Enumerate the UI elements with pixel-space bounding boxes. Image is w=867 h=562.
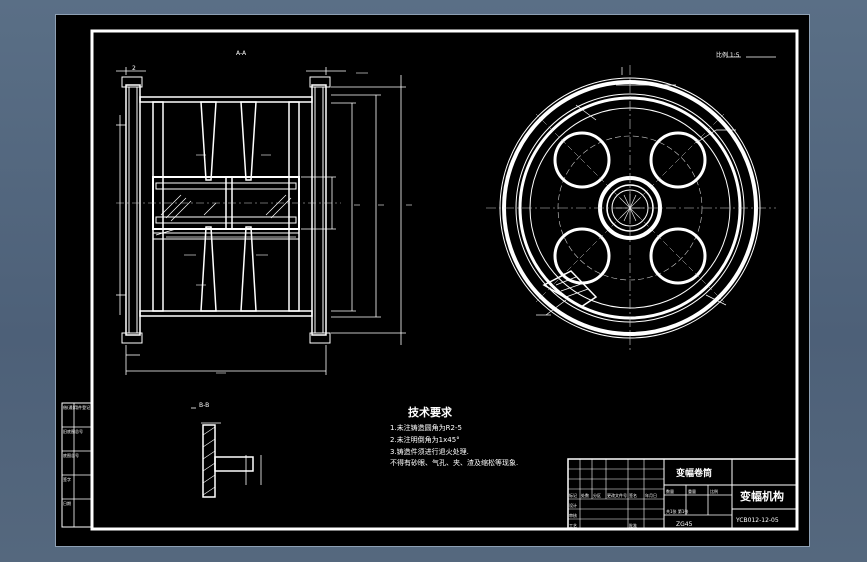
drawing-number: YCB012-12-05: [735, 517, 779, 524]
tb-weight: 重量: [688, 488, 696, 494]
tb-label-3: 分区: [593, 492, 601, 498]
tech-req-item-2: 2.未注明倒角为1x45°: [390, 435, 460, 444]
cad-drawing-window[interactable]: A-A: [55, 14, 810, 547]
tb-label-6: 年月日: [645, 492, 657, 498]
part-name: 变幅卷筒: [676, 467, 712, 479]
tech-req-item-1: 1.未注铸造圆角为R2-5: [390, 423, 462, 432]
side-table-row-3: 底图总号: [63, 452, 79, 458]
detail-view-b-b: B-B: [191, 402, 262, 498]
cad-drawing-canvas: A-A: [61, 29, 799, 531]
tb-sub-4: 批准: [629, 522, 637, 528]
assembly-name: 变幅机构: [740, 489, 784, 503]
side-table-row-5: 日期: [63, 500, 71, 506]
tb-quantity: 数量: [666, 488, 674, 494]
tech-req-item-3: 3.铸造件须进行退火处理.: [390, 447, 469, 456]
title-block-row-labels: 标记 处数 分区 更改文件号 签名 年月日 设计 审核 工艺 批准: [569, 492, 657, 528]
side-table-row-1: 借(通)用件登记: [63, 404, 90, 410]
technical-requirements: 技术要求 1.未注铸造圆角为R2-5 2.未注明倒角为1x45° 3.铸造件须进…: [390, 405, 518, 467]
section-view-a-a: A-A: [116, 50, 412, 375]
tb-label-2: 处数: [581, 492, 589, 498]
tb-label-4: 更改文件号: [607, 492, 627, 498]
section-label-main: A-A: [236, 50, 247, 57]
side-table-row-2: 旧底图总号: [63, 428, 83, 434]
tb-sub-2: 审核: [569, 512, 577, 518]
tech-req-title: 技术要求: [408, 405, 453, 419]
sheet-border: [90, 29, 799, 531]
section-label-detail: B-B: [199, 402, 209, 409]
scale-note: 比例 1:5: [716, 51, 740, 59]
side-registration-table: 借(通)用件登记 旧底图总号 底图总号 签字 日期: [61, 402, 93, 528]
tb-scale: 比例: [710, 488, 718, 494]
front-view: 比例 1:5: [486, 51, 776, 350]
title-block: 标记 处数 分区 更改文件号 签名 年月日 设计 审核 工艺 批准 变幅卷筒 变…: [567, 458, 798, 530]
tb-label-1: 标记: [569, 492, 577, 498]
sheet-info: 共1张 第1张: [666, 508, 688, 514]
tb-sub-1: 设计: [569, 502, 577, 508]
dim-top-label: 2: [132, 65, 136, 72]
tb-label-5: 签名: [629, 492, 637, 498]
material: ZG45: [676, 521, 693, 528]
side-table-row-4: 签字: [63, 476, 71, 482]
tb-sub-3: 工艺: [569, 523, 577, 528]
tech-req-item-4: 不得有砂眼、气孔、夹、渣及缩松等现象.: [390, 458, 518, 467]
